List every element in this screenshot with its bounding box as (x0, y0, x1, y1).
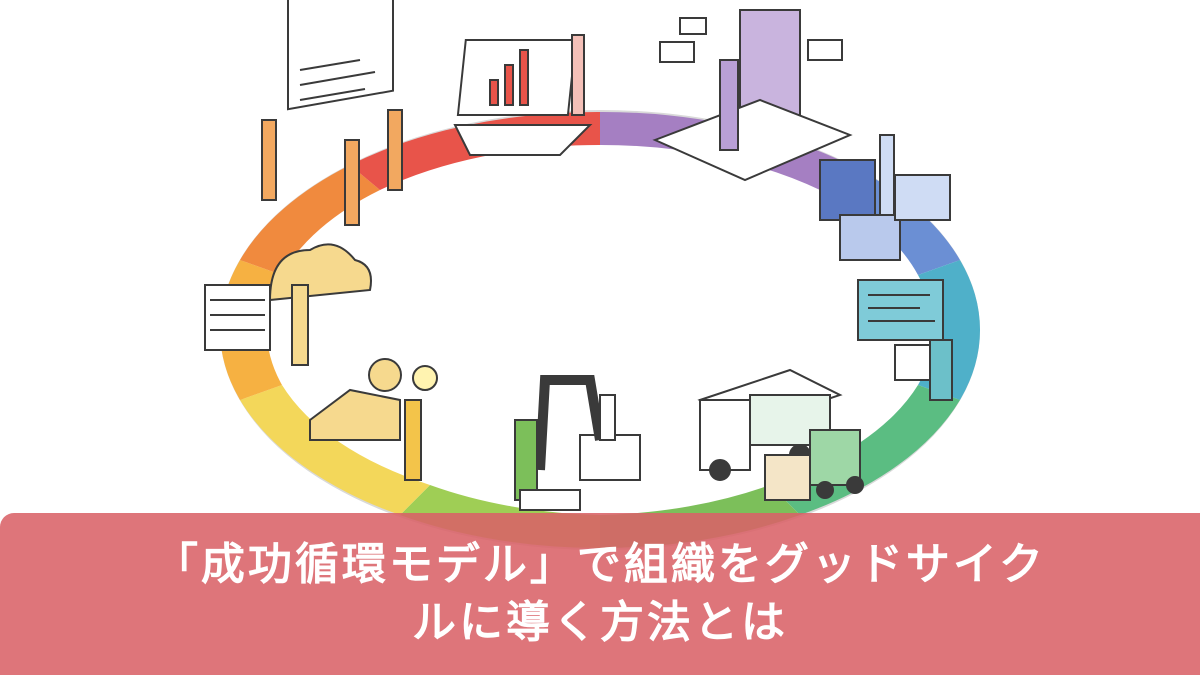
robot-arm-factory-icon (514, 375, 641, 511)
tablet-messaging-icon (652, 9, 853, 182)
idea-factory-icon (309, 358, 438, 481)
cloud-server-icon (204, 243, 372, 366)
title-banner: 「成功循環モデル」で組織をグッドサイク ルに導く方法とは (0, 513, 1200, 675)
presentation-board-icon (261, 0, 403, 226)
title-line-2: ルに導く方法とは (412, 597, 788, 648)
computer-programming-icon (857, 279, 953, 401)
title-line-1: 「成功循環モデル」で組織をグッドサイク (153, 539, 1047, 590)
analytics-laptop-icon (453, 34, 593, 156)
office-files-icon (819, 134, 951, 261)
forklift-icon (764, 429, 864, 501)
